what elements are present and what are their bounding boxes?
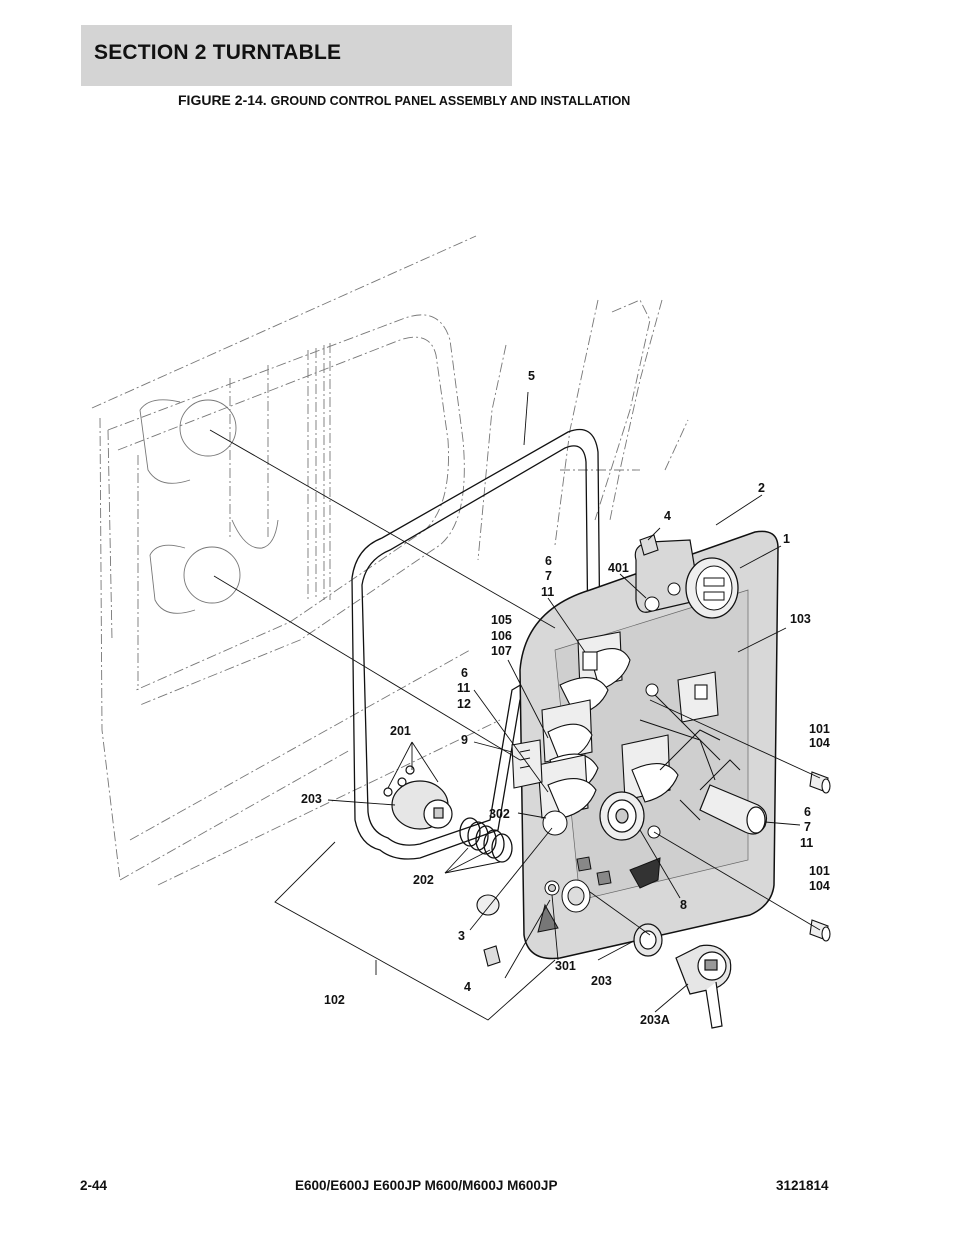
section-header: SECTION 2 TURNTABLE [81,25,512,86]
callout-301: 301 [555,959,576,973]
callout-202: 202 [413,873,434,887]
document-number: 3121814 [776,1178,829,1193]
callout-401: 401 [608,561,629,575]
callout-203A: 203A [640,1013,670,1027]
hour-meter [685,557,739,619]
callout-6-11-12-line2: 11 [457,681,470,695]
callout-101-upper: 101 [809,722,830,736]
relay-block [511,739,543,789]
callout-2: 2 [758,481,765,495]
callout-9: 9 [461,733,468,747]
callout-5: 5 [528,369,535,383]
screws [809,771,831,942]
callout-3: 3 [458,929,465,943]
callout-104-lower: 104 [809,879,830,893]
toggle-switches [537,631,719,819]
callout-104-upper: 104 [809,736,830,750]
key-switch-right [633,923,732,1029]
callout-6-7-11-right-line3: 11 [800,836,813,850]
callout-8: 8 [680,898,687,912]
springs [459,817,513,863]
figure-title: FIGURE 2-14. GROUND CONTROL PANEL ASSEMB… [178,92,630,108]
lever-actuator [699,784,768,835]
leader-lines [209,391,821,1021]
callout-102: 102 [324,993,345,1007]
callout-203-left: 203 [301,792,322,806]
callout-106: 106 [491,629,512,643]
page-number: 2-44 [80,1178,108,1193]
callout-6-7-11-right-line1: 6 [804,805,811,819]
model-list: E600/E600J E600JP M600/M600J M600JP [295,1178,558,1193]
callout-4-top: 4 [664,509,671,523]
push-button [599,791,645,841]
callout-203-right: 203 [591,974,612,988]
callout-107: 107 [491,644,512,658]
callout-6-11-12-line3: 12 [457,697,471,711]
callout-6-7-11-right-line2: 7 [804,820,811,834]
callout-6-7-11-top-line2: 7 [545,569,552,583]
callout-4-bottom: 4 [464,980,471,994]
panel-holes [537,683,661,933]
switch-linkage [639,689,741,821]
callout-101-lower: 101 [809,864,830,878]
callout-302: 302 [489,807,510,821]
callout-6-11-12-line1: 6 [461,666,468,680]
figure-caption: GROUND CONTROL PANEL ASSEMBLY AND INSTAL… [270,94,631,108]
callout-1: 1 [783,532,790,546]
turntable-housing-outline [91,235,689,886]
figure-number: FIGURE 2-14. [178,92,267,108]
callout-6-7-11-top-line1: 6 [545,554,552,568]
callout-labels: 5 2 4 1 401 6 7 11 103 105 106 107 6 11 … [301,369,830,1027]
callout-103: 103 [790,612,811,626]
callout-105: 105 [491,613,512,627]
caps [476,534,659,967]
section-title: SECTION 2 TURNTABLE [94,41,342,64]
callout-201: 201 [390,724,411,738]
callout-6-7-11-top-line3: 11 [541,585,554,599]
